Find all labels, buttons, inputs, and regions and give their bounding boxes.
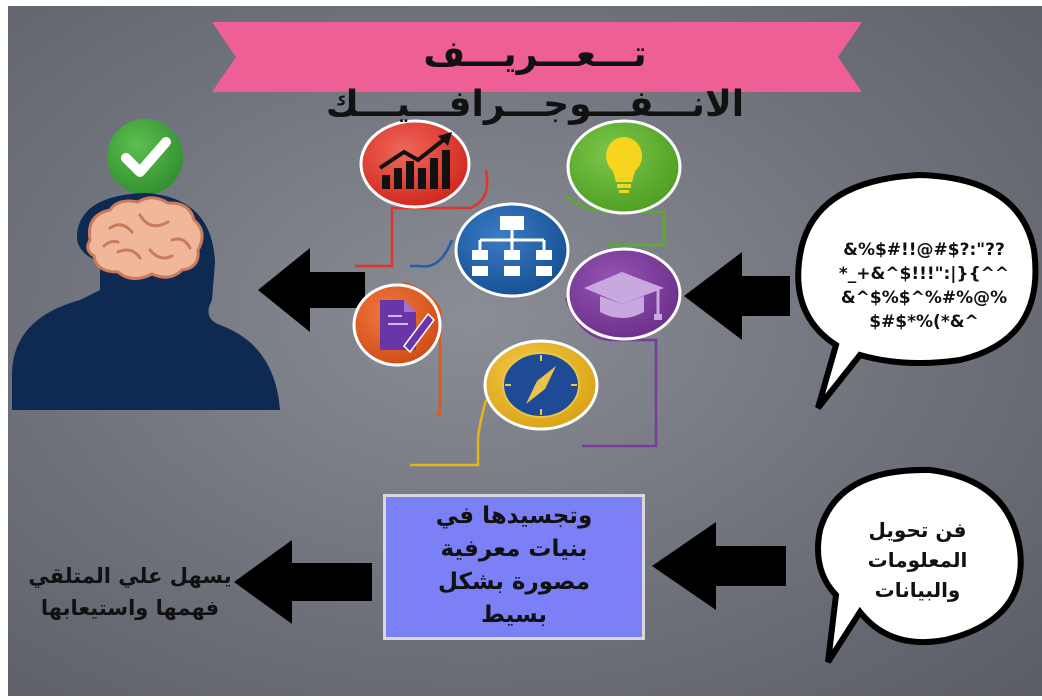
definition-line: المعلومات (867, 548, 968, 572)
box-line: بسيط (480, 602, 548, 628)
symbols-bubble (795, 171, 1039, 410)
symbols-text: &%$#!!@#$?:"?? *_+&^$!!!":|}{^^ &^$%$^%#… (826, 238, 1022, 334)
brain-icon (86, 196, 204, 280)
symbols-line: $#$*%(*&^ (869, 312, 979, 332)
arrow-left-icon (234, 540, 372, 624)
check-icon (107, 119, 183, 195)
arrow-left-icon (684, 252, 790, 340)
symbols-line: &^$%$^%#%@% (840, 288, 1008, 308)
result-text: يسهل علي المتلقي فهمها واستيعابها (15, 560, 245, 624)
arrow-left-icon (258, 248, 365, 332)
org-chart-icon (454, 202, 570, 298)
definition-line: فن تحويل (868, 518, 967, 542)
box-line: وتجسيدها في (435, 503, 593, 529)
symbols-line: *_+&^$!!!":|}{^^ (838, 264, 1010, 284)
title-ribbon (212, 22, 862, 92)
symbols-line: &%$#!!@#$?:"?? (843, 240, 1005, 260)
definition-line: والبيانات (874, 578, 961, 602)
result-line: فهمها واستيعابها (40, 596, 220, 620)
document-pen-icon (352, 283, 442, 367)
chart-icon (359, 119, 471, 209)
result-line: يسهل علي المتلقي (28, 564, 232, 588)
box-line: مصورة بشكل (437, 569, 591, 595)
definition-box-text: وتجسيدها في بنيات معرفية مصورة بشكل بسيط (393, 500, 635, 632)
bulb-icon (566, 119, 682, 215)
page-title: تـــعـــريـــف الانـــفـــوجـــرافـــيــ… (325, 34, 745, 125)
definition-bubble-text: فن تحويل المعلومات والبيانات (845, 515, 990, 605)
definition-box (383, 494, 645, 640)
arrow-left-icon (652, 522, 786, 610)
head-icon (12, 193, 280, 410)
box-line: بنيات معرفية (440, 536, 588, 562)
compass-icon (483, 339, 599, 431)
definition-bubble (815, 466, 1024, 664)
graduation-cap-icon (566, 247, 682, 341)
